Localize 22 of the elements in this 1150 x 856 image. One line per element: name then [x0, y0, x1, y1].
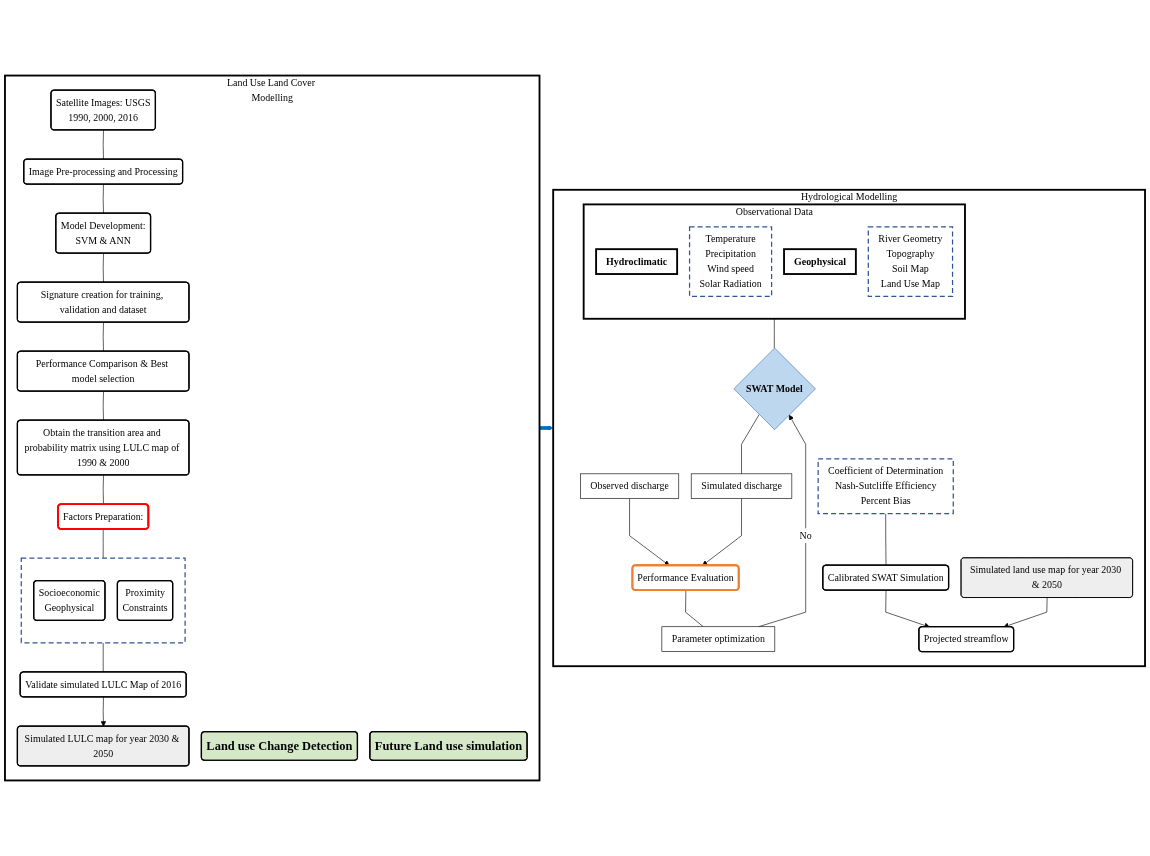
- node-box: Geophysical: [783, 248, 857, 275]
- connector: [102, 642, 104, 673]
- connector: [774, 318, 775, 349]
- connector: [102, 184, 104, 214]
- node-box: Coefficient of Determination Nash-Sutcliffe Efficiency Percent Bias: [817, 458, 954, 515]
- node-box: Simulated discharge: [690, 473, 793, 499]
- connector: [885, 513, 887, 566]
- connector: [685, 590, 704, 628]
- connector: [102, 322, 104, 352]
- edge-label: No: [799, 530, 812, 541]
- node-box: Hydroclimatic: [595, 248, 679, 275]
- node-box: Temperature Precipitation Wind speed Solar Radiation: [688, 226, 773, 297]
- node-box: Observed discharge: [580, 473, 680, 499]
- cluster: [20, 557, 186, 644]
- node-diamond: SWAT Model: [733, 347, 816, 430]
- connector: [102, 474, 104, 505]
- connector: [102, 391, 104, 421]
- connector: [102, 129, 104, 160]
- connector: [741, 414, 760, 475]
- connector: [102, 253, 104, 283]
- node-box: River Geometry Topography Soil Map Land Use Map: [867, 226, 954, 297]
- node-box: Parameter optimization: [661, 626, 776, 652]
